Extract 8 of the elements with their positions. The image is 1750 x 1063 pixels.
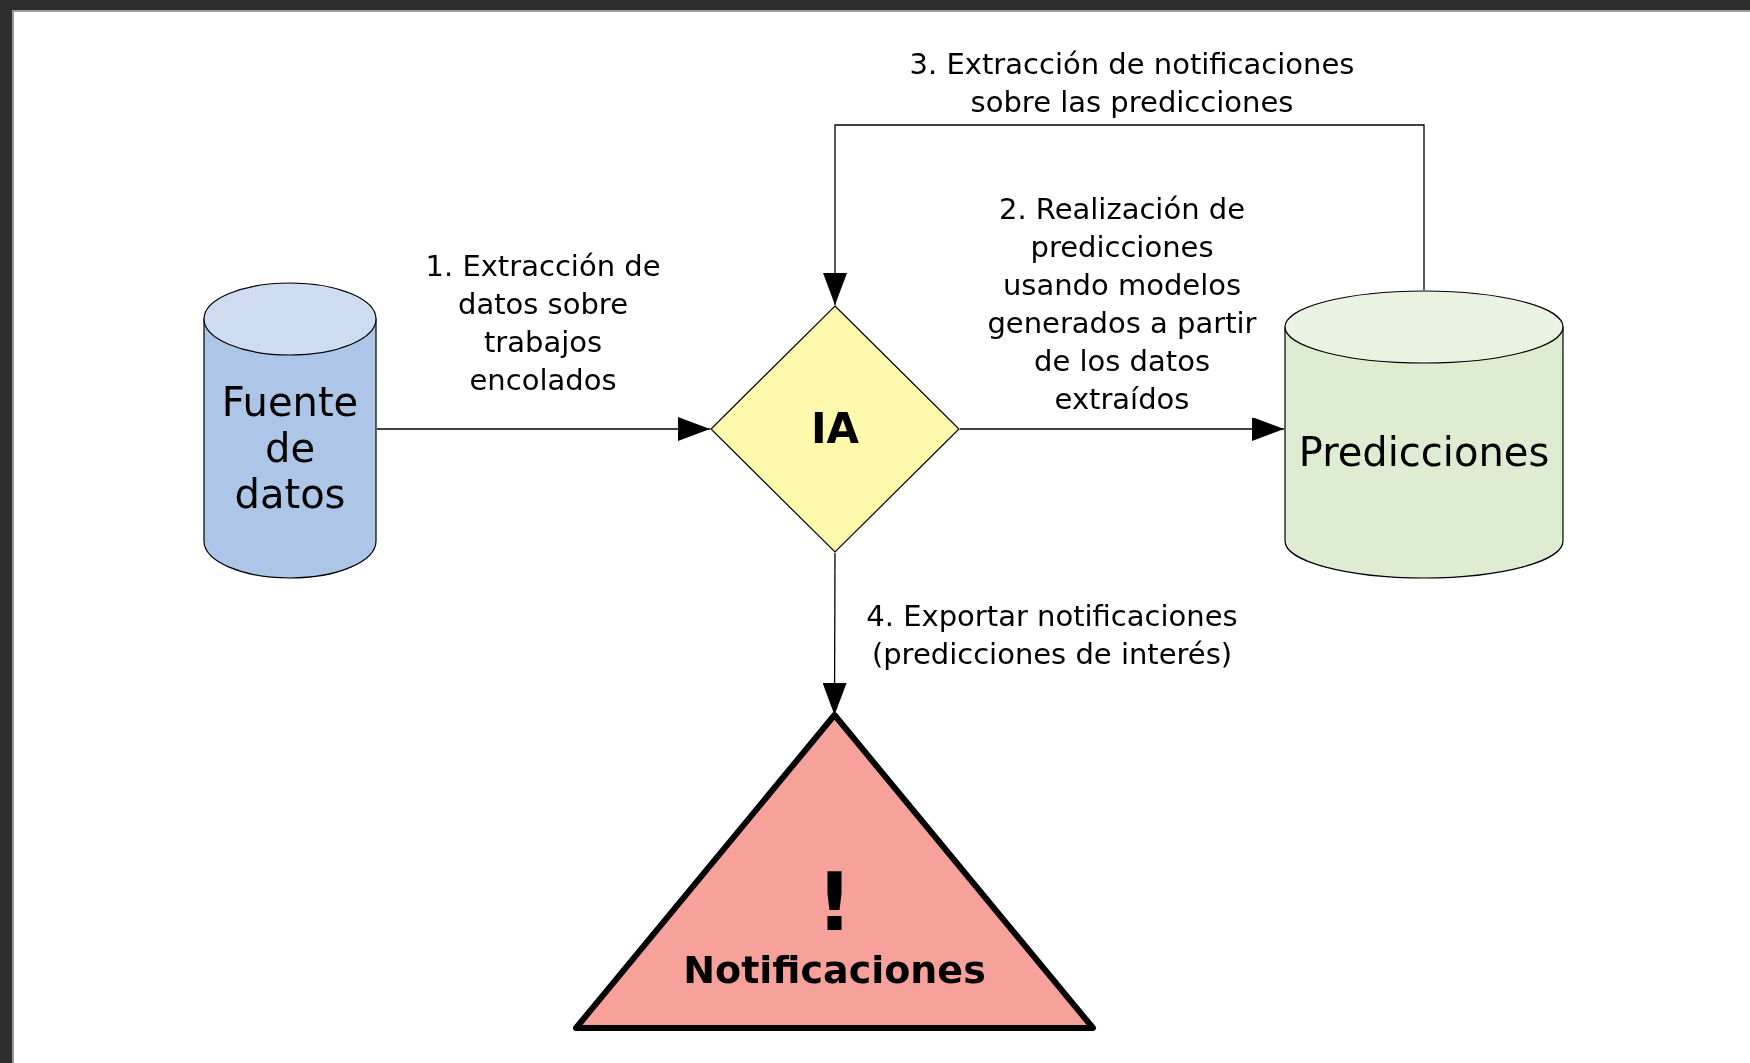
arrow <box>959 417 1285 441</box>
node-label: IA <box>810 404 860 454</box>
exclamation-mark: ! <box>816 857 853 950</box>
node-label: Notificaciones <box>683 949 986 993</box>
node-label: Predicciones <box>1298 429 1550 475</box>
arrow <box>823 124 1425 306</box>
arrow <box>376 417 711 441</box>
node-label: Fuente de datos <box>220 379 360 517</box>
